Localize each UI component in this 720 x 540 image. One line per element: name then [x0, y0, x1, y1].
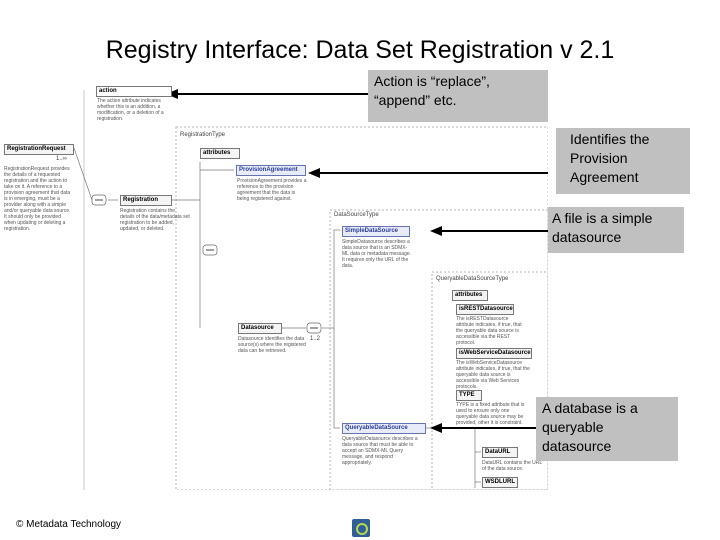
- metadata-technology-logo-icon: [352, 519, 370, 537]
- action-attribute[interactable]: action: [96, 86, 172, 97]
- callout-action: Action is “replace”, “append” etc.: [368, 70, 548, 122]
- provision-agreement-doc: ProvisionAgreement provides a reference …: [237, 178, 307, 202]
- callout-provision-agreement: Identifies the Provision Agreement: [556, 128, 690, 194]
- footer-copyright: © Metadata Technology: [16, 519, 122, 530]
- callout-queryable-datasource: A database is a queryable datasource: [536, 397, 678, 461]
- is-rest-datasource-doc: The isRESTDatasource attribute indicates…: [456, 316, 522, 346]
- slide-title: Registry Interface: Data Set Registratio…: [105, 36, 615, 64]
- type-attribute[interactable]: TYPE: [456, 390, 482, 401]
- wsdl-url-element[interactable]: WSDLURL: [482, 477, 518, 488]
- datasource-element[interactable]: Datasource: [238, 323, 282, 334]
- queryable-datasource-type-label: QueryableDataSourceType: [436, 276, 509, 282]
- schema-diagram: action The action attribute indicates wh…: [0, 72, 548, 490]
- simple-datasource-element[interactable]: SimpleDataSource: [342, 226, 410, 237]
- registration-request-element[interactable]: RegistrationRequest: [4, 144, 74, 155]
- queryable-attributes-group[interactable]: attributes: [452, 290, 488, 301]
- provision-agreement-element[interactable]: ProvisionAgreement: [236, 165, 306, 176]
- registration-element[interactable]: Registration: [120, 195, 172, 206]
- registration-type-label: RegistrationType: [180, 132, 226, 138]
- registration-request-doc: RegistrationRequest provides the details…: [4, 166, 71, 232]
- schema-connectors: [73, 89, 548, 490]
- registration-doc: Registration contains the details of the…: [120, 208, 190, 232]
- simple-datasource-doc: SimpleDatasource describes a data source…: [342, 239, 412, 269]
- data-url-doc: DataURL contains the URL of the data sou…: [482, 460, 542, 472]
- type-doc: TYPE is a fixed attribute that is used t…: [456, 402, 525, 426]
- queryable-datasource-element[interactable]: QueryableDataSource: [342, 423, 426, 434]
- data-url-element[interactable]: DataURL: [482, 447, 518, 458]
- is-web-service-datasource-doc: The isWebServiceDatasource attribute ind…: [456, 360, 530, 390]
- is-web-service-datasource-attribute[interactable]: isWebServiceDatasource: [456, 348, 532, 359]
- queryable-datasource-doc: QueryableDatasource describes a data sou…: [342, 436, 418, 466]
- action-doc: The action attribute indicates whether t…: [97, 98, 164, 122]
- datasource-multiplicity: 1..2: [310, 336, 321, 342]
- datasource-doc: Datasource identifies the data source(s)…: [238, 336, 306, 354]
- registration-request-multiplicity: 1..∞: [56, 156, 67, 162]
- attributes-group[interactable]: attributes: [200, 148, 240, 159]
- datasource-type-label: DataSourceType: [334, 212, 379, 218]
- callout-simple-datasource: A file is a simple datasource: [548, 207, 684, 253]
- is-rest-datasource-attribute[interactable]: isRESTDatasource: [456, 304, 514, 315]
